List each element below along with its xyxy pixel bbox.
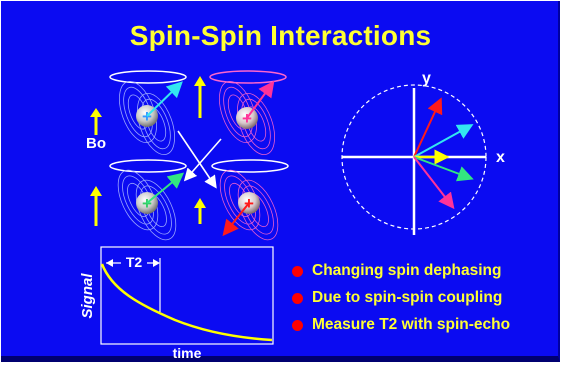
t2-label: T2 <box>126 254 143 270</box>
spin-arrow <box>146 172 185 204</box>
spin-arrow <box>246 80 275 119</box>
bullet-icon <box>292 293 303 304</box>
spin-arrow <box>222 202 250 237</box>
time-label: time <box>173 345 202 361</box>
bullet-text: Due to spin-spin coupling <box>312 289 503 306</box>
t2-arrow-right <box>153 259 160 267</box>
decay-curve <box>100 263 273 342</box>
vector-cyan <box>413 124 474 158</box>
plus-icon: + <box>142 194 152 213</box>
field-arrows <box>90 76 206 226</box>
spin-arrow <box>146 81 183 117</box>
slide-background <box>1 1 560 362</box>
slide-title: Spin-Spin Interactions <box>129 20 432 51</box>
bullet-icon <box>292 266 303 277</box>
bullet-icon <box>292 320 303 331</box>
bullet-item: Due to spin-spin coupling <box>292 287 510 314</box>
spin-bottom-right: + <box>211 159 289 241</box>
signal-label: Signal <box>79 273 96 319</box>
plot-frame <box>100 246 274 345</box>
vector-red <box>413 97 443 158</box>
decay-plot: T2 Signal time <box>79 246 274 361</box>
x-axis-label: x <box>496 149 505 166</box>
spin-top-right: + <box>209 70 287 155</box>
bullet-list: Changing spin dephasing Due to spin-spin… <box>292 260 510 341</box>
vector-magenta <box>413 156 455 210</box>
spin-bottom-left: + <box>109 159 187 241</box>
field-label: Bo <box>86 135 106 152</box>
spin-top-left: + <box>109 70 187 155</box>
y-axis-label: y <box>422 70 431 87</box>
interaction-arrow <box>177 130 217 189</box>
bullet-item: Measure T2 with spin-echo <box>292 314 510 341</box>
vector-green <box>413 156 474 182</box>
plus-icon: + <box>142 107 152 126</box>
bullet-text: Measure T2 with spin-echo <box>312 316 511 333</box>
interaction-arrow <box>183 138 222 182</box>
vector-diagram: x y <box>341 70 505 235</box>
t2-arrow-left <box>106 259 113 267</box>
bullet-text: Changing spin dephasing <box>312 262 502 279</box>
bullet-item: Changing spin dephasing <box>292 260 510 287</box>
plus-icon: + <box>242 109 252 128</box>
